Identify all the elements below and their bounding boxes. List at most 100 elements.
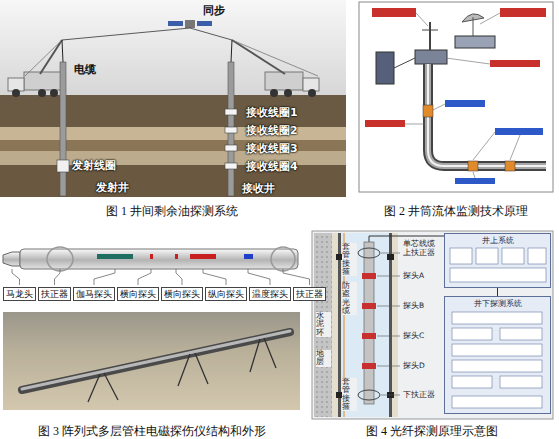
drawing-part — [47, 247, 73, 271]
drawing-part — [20, 249, 298, 269]
drawing-part — [394, 58, 415, 68]
drawing-part — [38, 89, 46, 97]
drawing-part — [500, 376, 542, 388]
drawing-part — [225, 163, 237, 169]
part-label: 水泥环 — [316, 312, 331, 337]
coil-label: 发射线圈 — [72, 158, 116, 173]
drawing-part — [433, 104, 445, 110]
drawing-part — [495, 128, 543, 135]
drawing-part — [57, 160, 69, 172]
drawing-part — [476, 248, 498, 264]
fiber-figure — [312, 231, 553, 419]
figure-caption: 图 3 阵列式多层管柱电磁探伤仪结构和外形 — [38, 423, 266, 439]
drawing-part — [505, 161, 515, 171]
part-callout-box: 横向探头 — [117, 287, 159, 301]
drawing-part — [12, 89, 20, 97]
node-text: 井上系统 — [445, 235, 550, 246]
part-callout-box: 横向探头 — [161, 287, 203, 301]
drawing-part — [338, 233, 341, 417]
node-text: 井下探测系统 — [445, 298, 550, 309]
drawing-part — [25, 40, 62, 76]
drawing-part — [270, 89, 278, 97]
figure-caption: 图 2 井筒流体监测技术原理 — [384, 203, 528, 220]
drawing-part — [450, 248, 472, 264]
drawing-part — [22, 331, 290, 389]
drawing-part — [416, 13, 428, 26]
figure-caption: 图 1 井间剩余油探测系统 — [106, 203, 238, 220]
connector-line — [497, 288, 498, 296]
drawing-part — [303, 78, 319, 91]
part-label: 地层 — [316, 350, 331, 367]
drawing-part — [197, 21, 212, 26]
drawing-part — [473, 172, 475, 178]
cable-label: 电缆 — [74, 62, 96, 77]
drawing-part — [428, 64, 546, 166]
drawing-part — [376, 52, 394, 84]
drawing-part — [422, 30, 438, 31]
drawing-part — [271, 247, 295, 271]
drawing-part — [3, 252, 20, 266]
drawing-part — [450, 268, 546, 282]
em-tool-figure — [3, 247, 310, 410]
drawing-part — [0, 0, 346, 97]
sync-label: 同步 — [203, 3, 225, 18]
drawing-part — [341, 233, 389, 417]
node-text: 扶正器 — [296, 289, 323, 299]
part-label: 套管接箍 — [342, 243, 357, 276]
drawing-part — [428, 64, 546, 166]
coil-label: 接收线圈4 — [246, 159, 298, 174]
leader-lines — [12, 269, 310, 285]
part-callout-box: 温度探头 — [249, 287, 291, 301]
drawing-part — [455, 178, 495, 184]
drawing-part — [510, 135, 520, 160]
drawing-part — [40, 40, 62, 74]
node-text: 温度探头 — [252, 289, 288, 299]
drawing-part — [452, 328, 492, 340]
drawing-part — [190, 254, 216, 259]
drawing-part — [0, 95, 346, 127]
drawing-part — [429, 22, 431, 50]
part-label: 下扶正器 — [402, 390, 436, 399]
drawing-part — [452, 396, 542, 408]
system-panel: 井上系统 — [444, 233, 551, 288]
node-text: 纵向探头 — [208, 289, 244, 299]
drawing-part — [392, 233, 398, 417]
well-label: 接收井 — [242, 181, 275, 196]
node-text: 马龙头 — [6, 289, 33, 299]
drawing-part — [452, 344, 542, 356]
drawing-part — [175, 254, 178, 259]
drawing-part — [244, 254, 253, 259]
drawing-part — [444, 233, 551, 288]
leader-line — [138, 269, 151, 285]
part-label: 防盗光缆 — [342, 282, 357, 315]
drawing-part — [468, 161, 478, 171]
drawing-part — [377, 253, 400, 395]
drawing-part — [362, 273, 376, 279]
drawing-part — [232, 40, 318, 76]
drawing-part — [150, 254, 153, 259]
leader-line — [283, 269, 310, 285]
drawing-part — [364, 242, 374, 404]
part-callout-box: 扶正器 — [38, 287, 71, 301]
coil-label: 接收线圈2 — [246, 123, 298, 138]
node-text: 伽马探头 — [76, 289, 112, 299]
drawing-part — [50, 89, 58, 97]
part-label: 探头D — [402, 361, 426, 370]
drawing-part — [168, 21, 183, 26]
part-label: 套管接箍 — [342, 378, 357, 411]
drawing-part — [62, 40, 63, 62]
drawing-part — [372, 8, 416, 17]
drawing-part — [362, 363, 376, 369]
drawing-part — [452, 312, 542, 324]
drawing-part — [415, 50, 447, 64]
part-callout-box: 伽马探头 — [73, 287, 115, 301]
drawing-part — [22, 332, 290, 390]
drawing-part — [88, 338, 276, 402]
drawing-part — [452, 360, 542, 372]
part-label: 探头C — [402, 331, 425, 340]
drawing-part — [473, 17, 474, 36]
node-text: 扶正器 — [41, 289, 68, 299]
drawing-part — [365, 120, 405, 127]
leader-line — [203, 269, 226, 285]
